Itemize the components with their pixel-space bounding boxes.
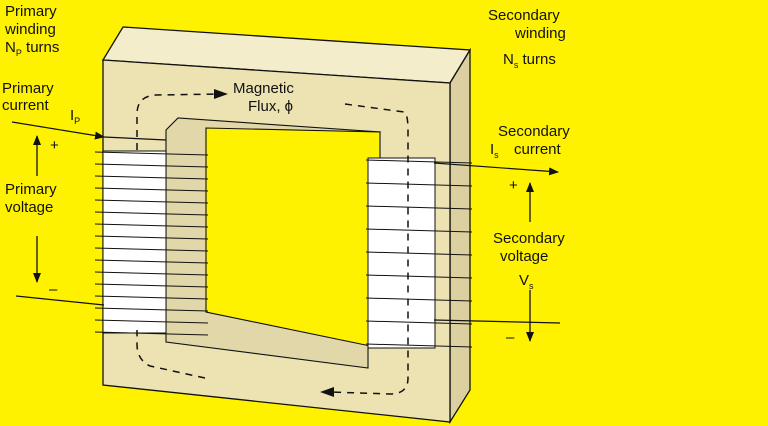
primary-winding-turn [94,283,209,288]
secondary-winding-turn [365,320,473,325]
secondary-winding-turn [365,297,473,302]
primary-winding-turn [94,211,209,216]
secondary-turns-label: Ns turns [503,51,556,70]
primary-minus-sign: – [49,281,58,298]
secondary-winding [365,157,473,349]
secondary-minus-sign: – [506,329,515,346]
secondary-current-symbol: Is [490,141,499,160]
primary-winding-turn [94,223,209,228]
primary-winding-turn [94,235,209,240]
secondary-return-lead [433,319,561,324]
primary-winding-turn [94,331,209,336]
primary-winding-turn [94,199,209,204]
secondary-winding-turn [365,343,473,348]
primary-plus-sign: + [50,137,59,154]
secondary-winding-turn [365,159,473,164]
primary-winding-turn [94,307,209,312]
primary-winding-turn [94,271,209,276]
primary-winding-turn [94,187,209,192]
primary-input-lead [11,121,105,140]
flux-arrow-bottom [320,387,334,397]
secondary-output-lead [433,162,559,176]
primary-turns-label: NP turns [5,39,59,58]
core-side-face [449,47,471,425]
magnetic-flux-path [136,93,409,395]
primary-input-lead-ext [103,136,167,141]
primary-winding-turn [94,319,209,324]
primary-winding-turn [94,247,209,252]
primary-current-symbol: IP [70,107,80,126]
flux-arrow-top [214,89,228,99]
secondary-plus-sign: + [509,177,518,194]
secondary-voltage-symbol: Vs [519,272,534,291]
secondary-winding-turn [365,182,473,187]
secondary-winding-turn [365,228,473,233]
primary-winding-turn [94,163,209,168]
core-window [205,127,381,349]
primary-winding [94,150,209,336]
primary-winding-turn [94,151,209,156]
primary-winding-turn [94,295,209,300]
primary-return-lead [15,295,105,306]
primary-winding-turn [94,259,209,264]
secondary-winding-turn [365,274,473,279]
secondary-winding-turn [365,251,473,256]
primary-winding-turn [94,175,209,180]
secondary-winding-turn [365,205,473,210]
